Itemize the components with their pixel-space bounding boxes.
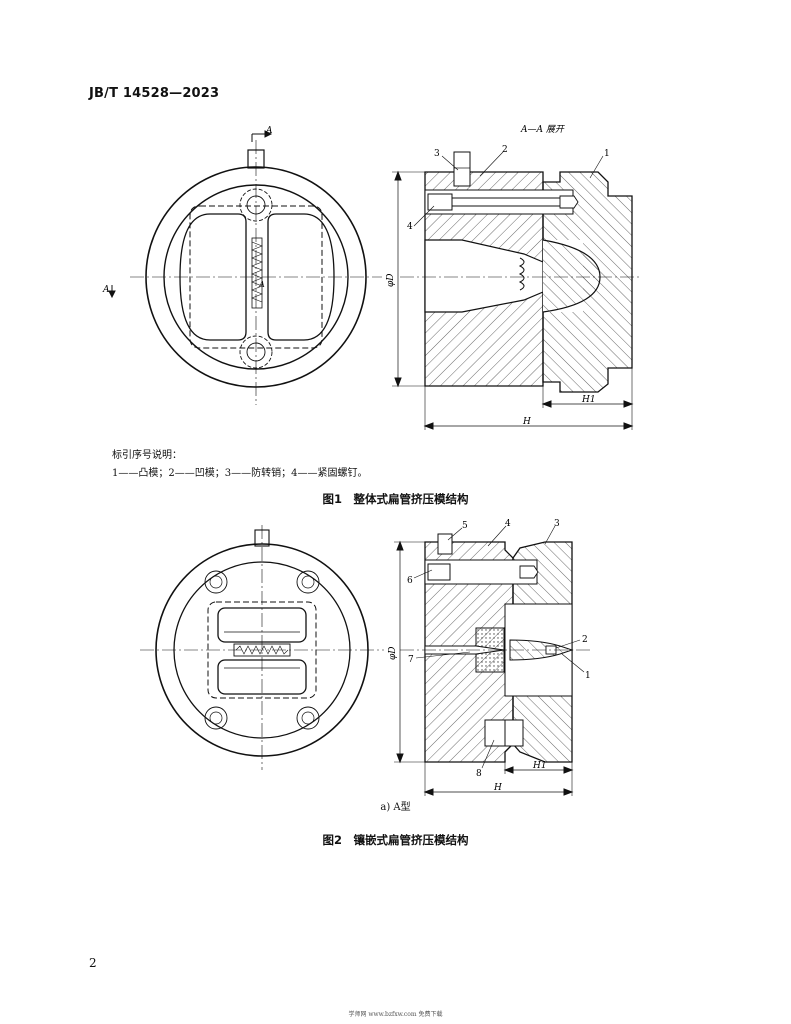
- page-number: 2: [89, 956, 97, 970]
- figure1-caption: 图1 整体式扁管挤压模结构: [322, 492, 469, 506]
- footer-watermark: 学师网 www.bzfxw.com 免费下载: [348, 1011, 443, 1018]
- figure2-subcaption: a) A型: [380, 802, 411, 813]
- fig2-callout-7: 7: [408, 655, 414, 665]
- legend-title: 标引序号说明：: [112, 450, 182, 461]
- fig2-callout-4: 4: [505, 519, 511, 529]
- legend-body: 1——凸模；2——凹模；3——防转销；4——紧固螺钉。: [112, 468, 368, 479]
- fig2-section-view: [394, 525, 590, 796]
- fig2-callout-5: 5: [462, 521, 468, 531]
- fig1-section-label-left: A: [102, 285, 110, 295]
- fig2-callout-6: 6: [407, 576, 413, 586]
- fig2-dim-phiD: φD: [388, 646, 398, 660]
- fig2-dim-H1: H1: [532, 761, 547, 771]
- fig2-callout-3: 3: [554, 519, 560, 529]
- fig1-section-label-top: A: [265, 126, 273, 136]
- fig1-front-view: [108, 130, 382, 405]
- fig1-dim-H1: H1: [581, 395, 596, 405]
- fig1-view-title: A—A 展开: [520, 124, 566, 135]
- fig1-callout-4: 4: [407, 222, 413, 232]
- fig2-callout-2: 2: [582, 635, 588, 645]
- fig1-callout-3: 3: [434, 149, 440, 159]
- fig2-dim-H: H: [493, 783, 502, 793]
- fig1-callout-2: 2: [502, 145, 508, 155]
- standard-number: JB/T 14528—2023: [89, 86, 220, 101]
- fig1-dim-phiD: φD: [386, 273, 396, 287]
- figure2-caption: 图2 镶嵌式扁管挤压模结构: [322, 833, 469, 847]
- fig2-callout-1: 1: [585, 671, 591, 681]
- fig1-callout-1: 1: [604, 149, 610, 159]
- fig1-section-view: [392, 151, 640, 430]
- fig1-section-label-center: A: [258, 280, 265, 289]
- fig1-dim-H: H: [522, 417, 531, 427]
- fig2-callout-8: 8: [476, 769, 482, 779]
- fig2-front-view: [140, 525, 384, 770]
